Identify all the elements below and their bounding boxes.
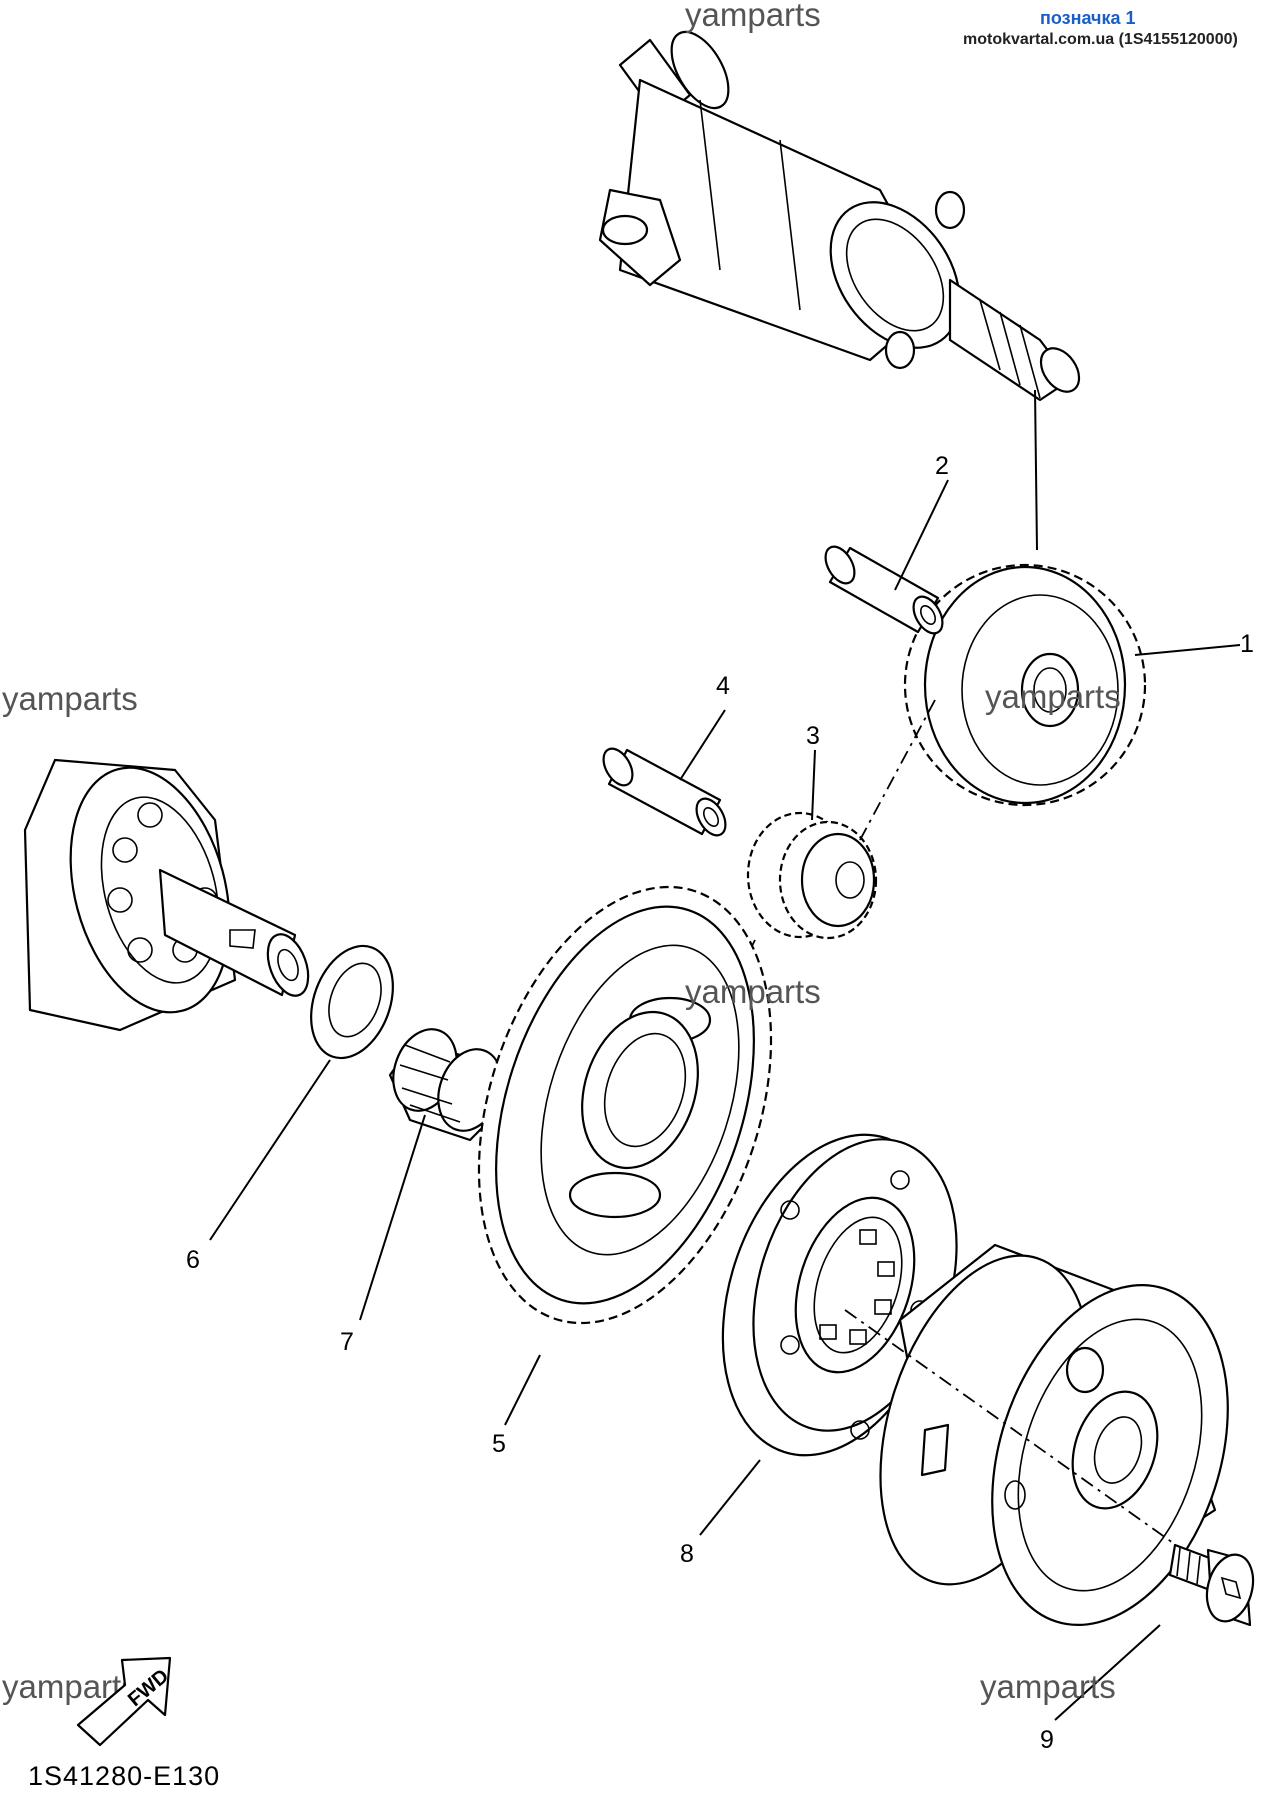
leader-1 — [1134, 644, 1241, 656]
diagram-ref-code: 1S41280-E130 — [28, 1761, 220, 1791]
callout-4: 4 — [716, 672, 730, 700]
washer-part-6 — [310, 944, 394, 1060]
watermark-left: yamparts — [2, 680, 138, 717]
tag-label: позначка 1 — [1040, 8, 1136, 28]
crankshaft-assembly — [23, 758, 310, 1032]
callout-5: 5 — [492, 1430, 506, 1458]
source-line: motokvartal.com.ua (1S4155120000) — [963, 31, 1238, 48]
watermark-bottom-right: yamparts — [980, 1668, 1116, 1705]
leader-4 — [679, 709, 726, 781]
starter-motor — [598, 30, 1081, 402]
callout-3: 3 — [806, 722, 820, 750]
callout-2: 2 — [935, 452, 949, 480]
leader-2 — [894, 479, 949, 591]
callout-7: 7 — [340, 1328, 354, 1356]
watermark-center: yamparts — [685, 973, 821, 1010]
clutch-to-bolt-line — [844, 1309, 1191, 1556]
leader-8 — [699, 1459, 761, 1536]
watermark-gear: yamparts — [985, 678, 1121, 715]
callout-6: 6 — [186, 1246, 200, 1274]
watermark-top: yamparts — [685, 0, 821, 33]
shaft-part-2 — [824, 545, 944, 635]
callout-1: 1 — [1240, 630, 1254, 658]
leader-3 — [811, 749, 816, 821]
callout-8: 8 — [680, 1540, 694, 1568]
bolt-part-9 — [1168, 1543, 1255, 1627]
gear1-to-gear3-line — [859, 699, 936, 841]
one-way-clutch-part-8 — [721, 1133, 958, 1457]
leader-5 — [504, 1354, 541, 1426]
double-gear-part-3 — [746, 811, 878, 940]
idler-gear-part-1 — [903, 563, 1147, 807]
motor-to-gear-line — [1034, 389, 1038, 551]
leader-6 — [209, 1059, 331, 1241]
shaft-part-4 — [602, 747, 727, 837]
callout-9: 9 — [1040, 1726, 1054, 1754]
starter-wheel-gear-part-5 — [477, 885, 773, 1325]
leader-9 — [1054, 1624, 1161, 1721]
leader-7 — [359, 1114, 426, 1321]
